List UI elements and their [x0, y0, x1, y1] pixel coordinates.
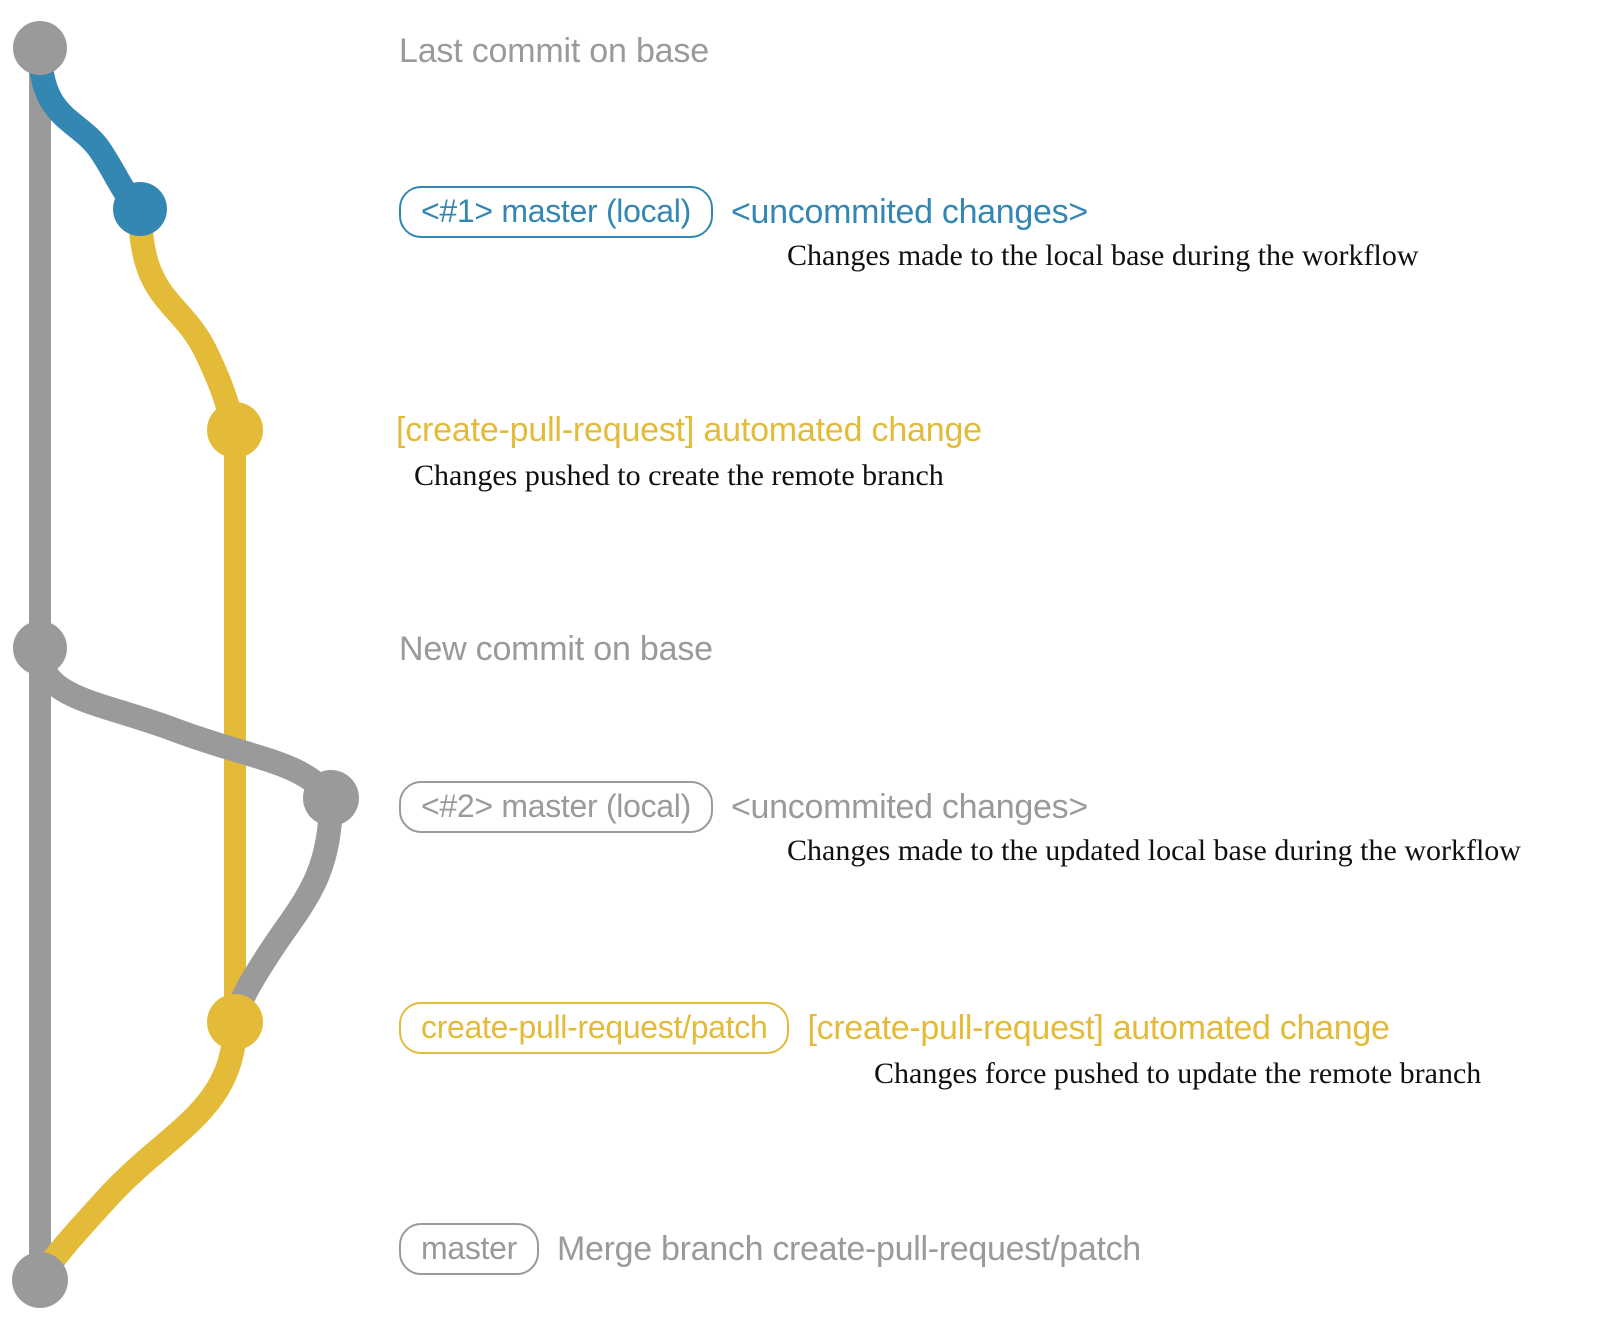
commit-node-local-2[interactable] — [303, 770, 359, 826]
commit-title-patch-1: [create-pull-request] automated change — [396, 411, 982, 449]
commit-node-local-1[interactable] — [113, 182, 167, 236]
commit-subject-patch-2: [create-pull-request] automated change — [807, 1008, 1390, 1047]
commit-subject-local-2: <uncommited changes> — [730, 787, 1088, 826]
commit-description-local-1: Changes made to the local base during th… — [787, 239, 1419, 272]
commit-node-patch-2[interactable] — [207, 994, 263, 1050]
commit-subject-merge: Merge branch create-pull-request/patch — [557, 1229, 1141, 1268]
edge-patch-2-to-merge — [28, 1010, 247, 1292]
commit-subject-local-1: <uncommited changes> — [730, 192, 1088, 231]
commit-node-base-last[interactable] — [13, 21, 67, 75]
commit-title-last-commit-on-base: Last commit on base — [399, 32, 709, 70]
commit-description-patch-1: Changes pushed to create the remote bran… — [414, 459, 944, 492]
row-merge: master Merge branch create-pull-request/… — [399, 1223, 1141, 1275]
edge-base-new-to-local-2 — [28, 636, 343, 810]
row-last-commit-on-base: Last commit on base — [399, 32, 709, 71]
commit-description-local-2: Changes made to the updated local base d… — [787, 834, 1521, 867]
row-local-2: <#2> master (local) <uncommited changes> — [399, 781, 1088, 833]
branch-badge-master-local-2[interactable]: <#2> master (local) — [399, 781, 713, 833]
row-local-1: <#1> master (local) <uncommited changes> — [399, 186, 1088, 238]
commit-node-patch-1[interactable] — [207, 402, 263, 458]
commit-node-base-merge[interactable] — [12, 1252, 68, 1308]
commit-description-patch-2: Changes force pushed to update the remot… — [874, 1057, 1482, 1090]
commit-node-base-new[interactable] — [13, 621, 67, 675]
branch-badge-create-pull-request-patch[interactable]: create-pull-request/patch — [399, 1002, 790, 1054]
branch-badge-master-local-1[interactable]: <#1> master (local) — [399, 186, 713, 238]
edge-local-1-to-patch-1 — [128, 197, 247, 442]
row-patch-2: create-pull-request/patch [create-pull-r… — [399, 1002, 1390, 1054]
row-patch-1: [create-pull-request] automated change — [396, 411, 982, 450]
commit-title-new-commit-on-base: New commit on base — [399, 630, 713, 668]
branch-badge-master[interactable]: master — [399, 1223, 539, 1275]
edge-local-2-to-patch-2 — [223, 786, 343, 1034]
edge-base-to-local-1 — [28, 36, 152, 221]
row-new-commit-on-base: New commit on base — [399, 630, 713, 669]
